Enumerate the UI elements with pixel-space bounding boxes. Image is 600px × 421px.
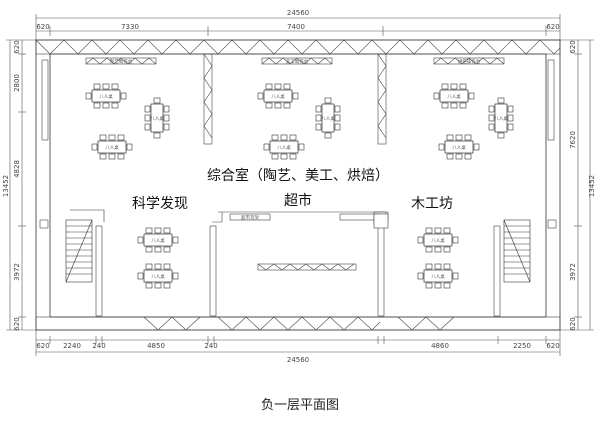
table-label: 八人桌: [494, 115, 508, 122]
eight-person-table: 八人桌: [137, 263, 179, 289]
top-dim-3: 7400: [287, 23, 305, 31]
table-label: 八人桌: [99, 93, 113, 100]
eight-person-table: 八人桌: [144, 97, 170, 139]
counter-label-baking: 烘焙操作台: [458, 58, 481, 65]
eight-person-table: 八人桌: [488, 97, 514, 139]
table-label: 八人桌: [431, 273, 445, 280]
bottom-dimensions: [35, 330, 561, 356]
left-dim-5: 620: [13, 317, 21, 330]
table-label: 八人桌: [150, 115, 164, 122]
table-label: 八人桌: [151, 273, 165, 280]
table-label: 八人桌: [277, 144, 291, 151]
supermarket-shelf-label: 超市货架: [241, 214, 259, 221]
counter-pottery: [85, 57, 157, 65]
drawing-caption: 负一层平面图: [261, 398, 339, 413]
top-beam: [35, 39, 561, 55]
left-dimensions: [6, 39, 36, 331]
eight-person-table: 八人桌: [263, 134, 305, 160]
right-total-dimension: 13452: [588, 175, 596, 197]
right-stairs: [503, 219, 531, 283]
bottom-wall: [35, 213, 561, 331]
left-total-dimension: 13452: [2, 175, 10, 197]
bottom-dim-7: 2250: [513, 342, 531, 350]
table-label: 八人桌: [105, 144, 119, 151]
room-label-science: 科学发现: [132, 196, 188, 212]
table-label: 八人桌: [271, 93, 285, 100]
table-label: 八人桌: [321, 115, 335, 122]
counter-art: [261, 57, 333, 65]
room-label-main: 综合室（陶艺、美工、烘焙）: [207, 167, 389, 184]
right-dim-4: 620: [569, 317, 577, 330]
bottom-dim-4: 4850: [147, 342, 165, 350]
right-dim-3: 3972: [569, 263, 577, 281]
eight-person-table: 八人桌: [433, 83, 475, 109]
left-dim-1: 620: [13, 40, 21, 53]
bottom-dim-3: 240: [92, 342, 105, 350]
right-dim-1: 620: [569, 40, 577, 53]
top-dim-1: 620: [36, 23, 49, 31]
right-dimensions: [560, 39, 594, 331]
left-stairs: [65, 209, 105, 283]
right-dim-2: 7620: [569, 131, 577, 149]
counter-label-pottery: 陶艺制作台: [110, 58, 133, 65]
top-dimensions: [35, 14, 561, 40]
table-label: 八人桌: [151, 237, 165, 244]
eight-person-table: 八人桌: [137, 227, 179, 253]
table-label: 八人桌: [431, 237, 445, 244]
table-label: 八人桌: [452, 144, 466, 151]
bottom-dim-5: 240: [204, 342, 217, 350]
eight-person-table: 八人桌: [91, 134, 133, 160]
bottom-dim-1: 620: [36, 342, 49, 350]
left-dim-3: 4828: [13, 160, 21, 178]
eight-person-table: 八人桌: [257, 83, 299, 109]
eight-person-table: 八人桌: [315, 97, 341, 139]
counter-baking: [433, 57, 505, 65]
bottom-dim-8: 620: [546, 342, 559, 350]
supermarket-partition: [212, 211, 389, 271]
left-dim-2: 2800: [13, 74, 21, 92]
eight-person-table: 八人桌: [85, 83, 127, 109]
top-dim-2: 7330: [121, 23, 139, 31]
bottom-dim-2: 2240: [63, 342, 81, 350]
top-total-dimension: 24560: [287, 9, 309, 17]
table-label: 八人桌: [447, 93, 461, 100]
outer-walls: [35, 39, 561, 331]
eight-person-table: 八人桌: [417, 227, 459, 253]
counter-label-art: 美工制作台: [286, 58, 309, 65]
left-dim-4: 3972: [13, 263, 21, 281]
eight-person-table: 八人桌: [438, 134, 480, 160]
bottom-total-dimension: 24560: [287, 356, 309, 364]
bottom-dim-6: 4860: [431, 342, 449, 350]
room-label-supermarket: 超市: [284, 192, 312, 209]
columns: [39, 53, 557, 317]
room-label-woodwork: 木工坊: [411, 196, 453, 212]
eight-person-table: 八人桌: [417, 263, 459, 289]
top-dim-4: 620: [546, 23, 559, 31]
